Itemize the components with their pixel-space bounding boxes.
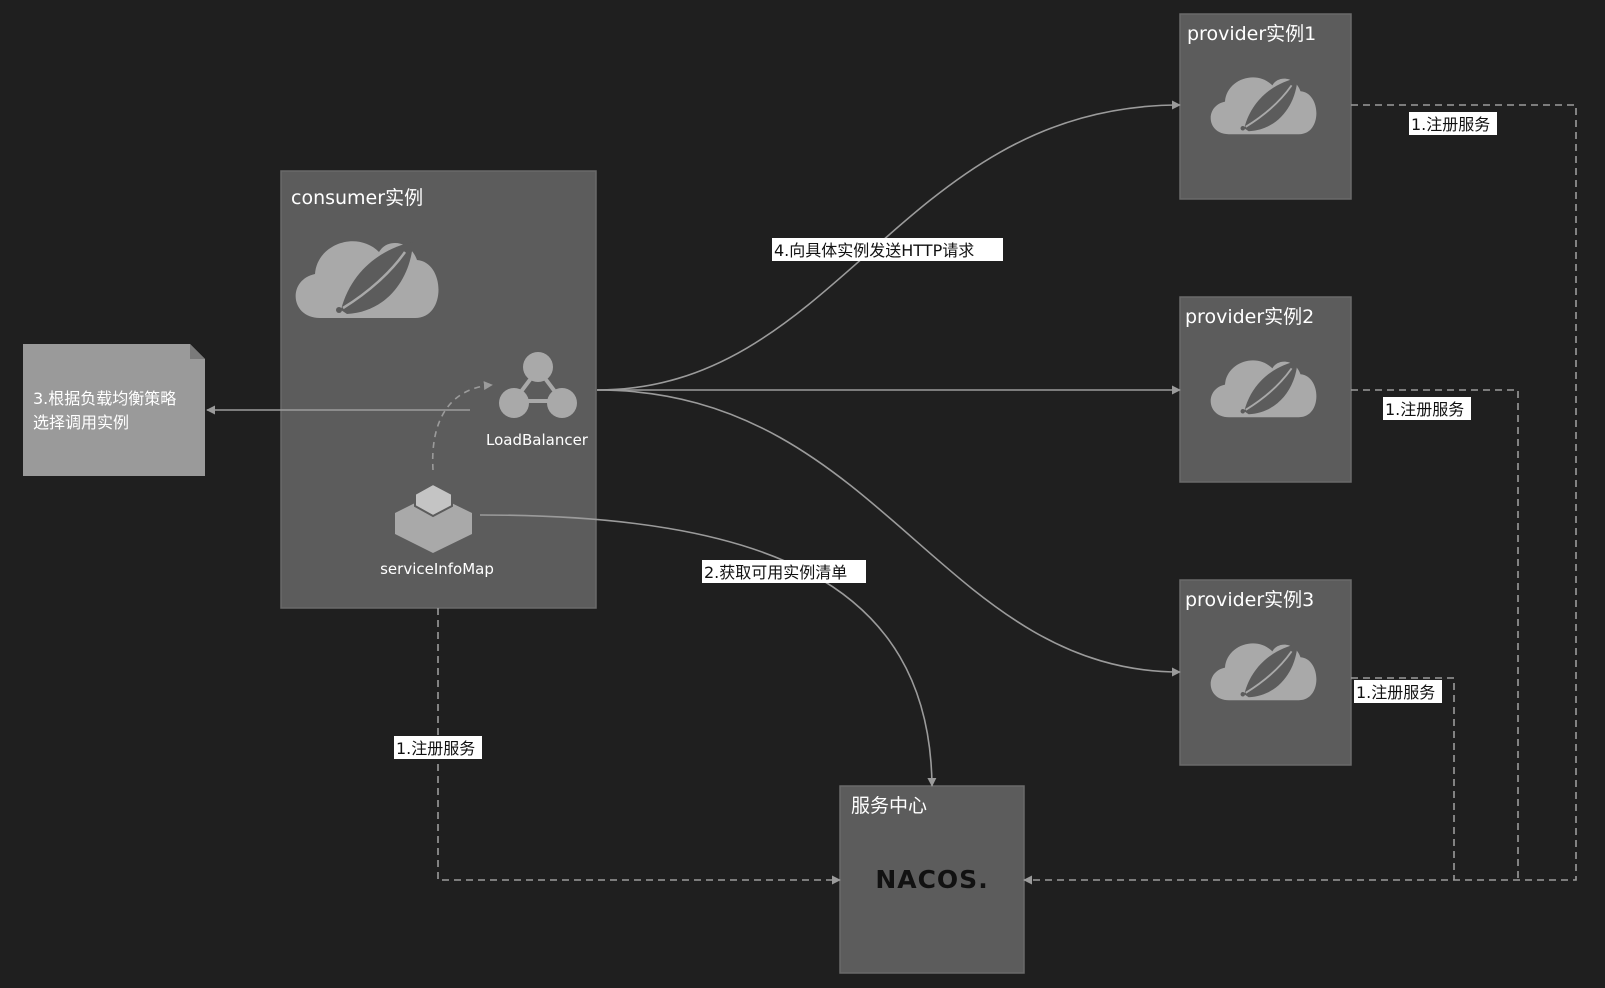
service-center-title: 服务中心: [851, 795, 927, 817]
edge-consumer-register: [437, 608, 841, 885]
strategy-note-line2: 选择调用实例: [33, 413, 129, 432]
provider1-title: provider实例1: [1187, 23, 1316, 45]
strategy-note-line1: 3.根据负载均衡策略: [33, 389, 176, 408]
label-register-provider2: 1.注册服务: [1383, 397, 1471, 420]
load-balancer-label: LoadBalancer: [486, 431, 589, 449]
consumer-title: consumer实例: [291, 187, 423, 209]
service-info-map-icon: [395, 482, 472, 553]
svg-text:1.注册服务: 1.注册服务: [1385, 400, 1464, 419]
nacos-logo: NACOS.: [875, 865, 988, 894]
edge-provider2-register: [1351, 389, 1519, 880]
edge-provider1-register: [1023, 104, 1577, 885]
strategy-note-fold: [190, 344, 205, 359]
svg-text:4.向具体实例发送HTTP请求: 4.向具体实例发送HTTP请求: [774, 241, 974, 260]
label-register-consumer: 1.注册服务: [394, 736, 482, 759]
service-center-box: [839, 785, 1025, 974]
svg-text:1.注册服务: 1.注册服务: [396, 739, 475, 758]
label-register-provider3: 1.注册服务: [1354, 680, 1442, 703]
service-info-map-label: serviceInfoMap: [380, 560, 494, 578]
svg-text:1.注册服务: 1.注册服务: [1356, 683, 1435, 702]
provider3-title: provider实例3: [1185, 589, 1314, 611]
label-register-provider1: 1.注册服务: [1409, 112, 1497, 135]
strategy-note-box: [23, 344, 205, 476]
load-balancer-icon: [499, 352, 577, 418]
svg-text:2.获取可用实例清单: 2.获取可用实例清单: [704, 563, 847, 582]
provider2-title: provider实例2: [1185, 306, 1314, 328]
edge-consumer-to-provider3: [596, 389, 1181, 677]
edge-provider3-register: [1351, 677, 1455, 880]
edge-map-to-lb: [431, 381, 493, 471]
svg-text:1.注册服务: 1.注册服务: [1411, 115, 1490, 134]
label-send-http: 4.向具体实例发送HTTP请求: [772, 238, 1003, 261]
label-fetch-instances: 2.获取可用实例清单: [702, 560, 866, 583]
